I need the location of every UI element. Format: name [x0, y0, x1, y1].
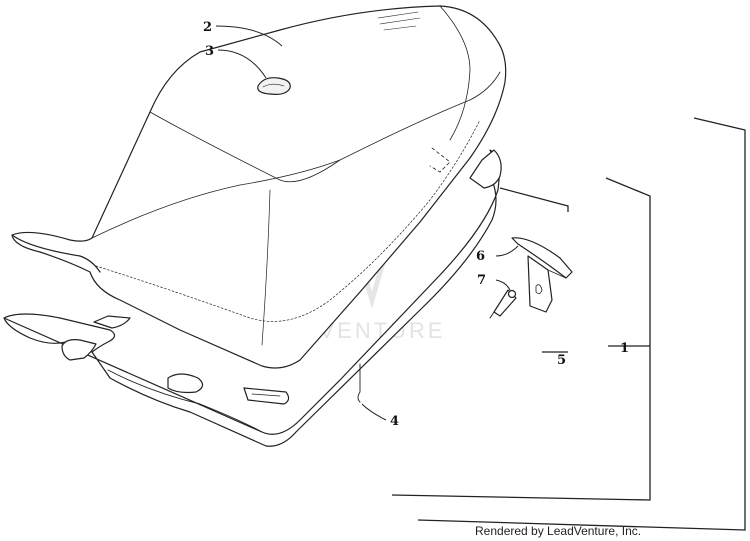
- latch-right-slot: [251, 393, 281, 397]
- callout-5: 5: [557, 353, 566, 368]
- seat-rear-flap: [469, 149, 502, 189]
- callout-2: 2: [203, 20, 212, 35]
- seat-ridge-line: [149, 111, 341, 183]
- bracket-assembly-1: [417, 117, 746, 531]
- callout-4: 4: [390, 414, 399, 429]
- seat-front-lip: [11, 234, 101, 273]
- seat-side-seam: [95, 119, 481, 322]
- seat-drawing: [3, 5, 573, 447]
- callout-1: 1: [620, 341, 629, 356]
- bracket-part-6: [511, 237, 573, 313]
- leader-2: [215, 25, 283, 47]
- rivet-part-7: [489, 289, 517, 319]
- seat-rear-panel: [439, 5, 471, 141]
- seat-base-tab: [93, 315, 131, 329]
- assembly-brackets: [391, 117, 746, 531]
- leader-3: [217, 49, 267, 79]
- latch-left: [167, 373, 204, 394]
- leader-7: [495, 279, 511, 291]
- latch-right: [243, 387, 290, 405]
- callout-6: 6: [476, 249, 485, 264]
- seat-emblem: [257, 77, 291, 95]
- seat-base-front: [3, 317, 93, 353]
- seat-base-lower-edge: [107, 369, 263, 433]
- hidden-line: [429, 147, 451, 173]
- leader-4: [361, 403, 387, 421]
- render-credit: Rendered by LeadVenture, Inc.: [475, 524, 642, 538]
- seat-cushion-outline: [11, 5, 507, 369]
- callout-3: 3: [205, 44, 214, 59]
- seat-logo-icon: [377, 11, 421, 31]
- leader-lines: [215, 25, 519, 421]
- seat-base-outline: [3, 149, 501, 447]
- callout-7: 7: [477, 273, 486, 288]
- seat-side-seam-2: [261, 189, 271, 346]
- seat-base-hook: [61, 339, 97, 361]
- callouts: 2 3 6 7 1 5 4: [203, 20, 629, 429]
- part-4-stem: [357, 363, 361, 403]
- bracket-assembly-6: [499, 187, 569, 212]
- leader-6: [495, 245, 519, 257]
- bracket-assembly-5: [391, 177, 651, 501]
- seat-top-contour: [91, 71, 501, 239]
